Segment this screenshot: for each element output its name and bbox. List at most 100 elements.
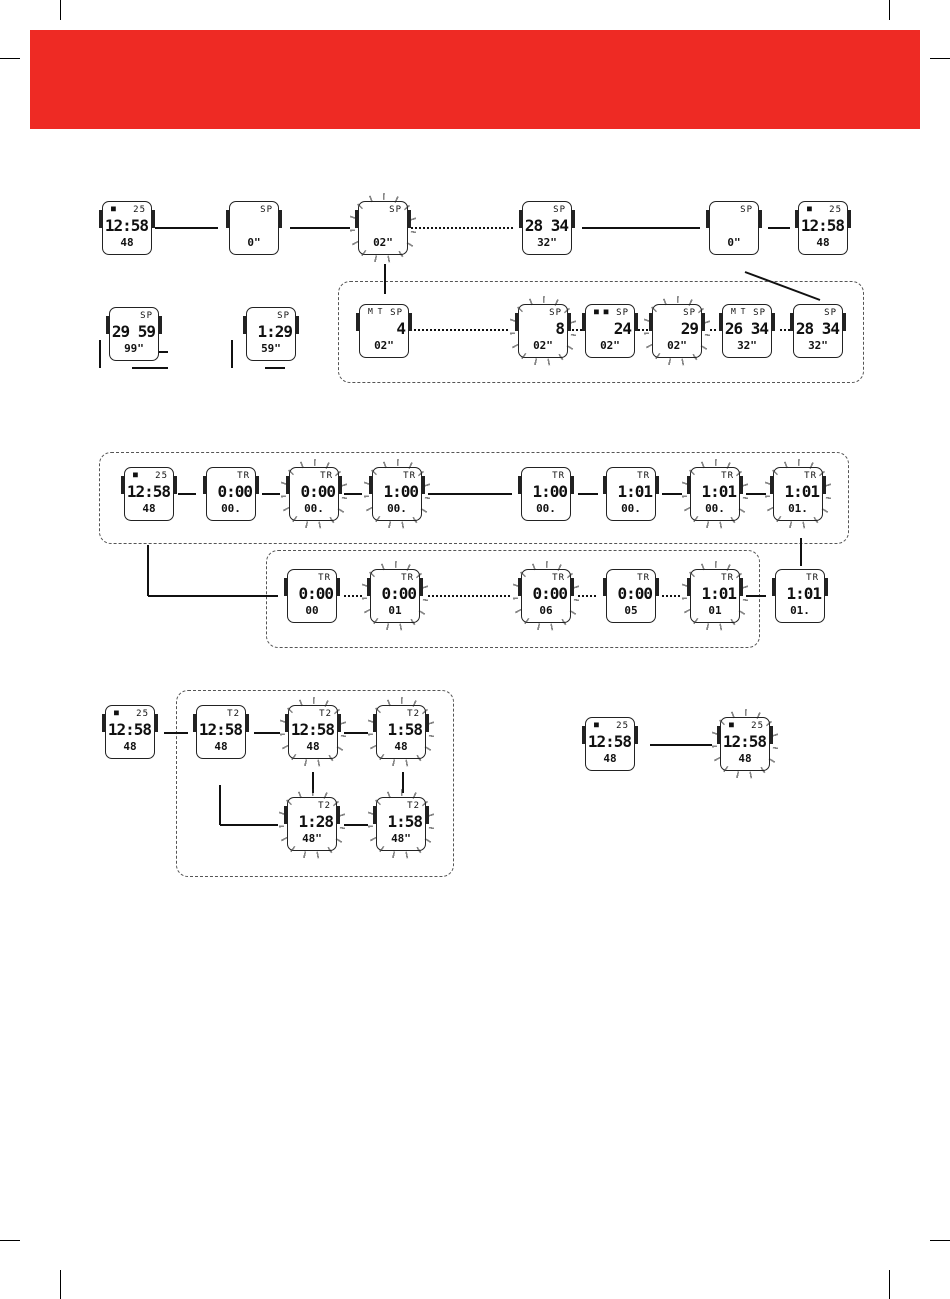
watch-strap-lug — [515, 313, 518, 331]
sub-digits: 00. — [221, 502, 241, 515]
watch-strap-lug — [702, 313, 705, 331]
main-digits: 0:00 — [381, 584, 417, 603]
watch-strap-lug — [356, 313, 359, 331]
sub-digits: 32" — [737, 339, 757, 352]
sub-digits: 48 — [214, 740, 228, 753]
watch-strap-lug — [106, 316, 109, 334]
sub-digits: 02" — [373, 236, 393, 249]
sub-digits: 02" — [374, 339, 394, 352]
watch-strap-lug — [572, 210, 575, 228]
watch-strap-lug — [355, 210, 358, 228]
watch-strap-lug — [409, 313, 412, 331]
sub-digits: 00 — [305, 604, 319, 617]
watch-strap-lug — [848, 210, 851, 228]
sub-digits: 06 — [539, 604, 553, 617]
watch-strap-lug — [687, 578, 690, 596]
mode-label: TR — [804, 471, 817, 481]
watch-strap-lug — [420, 578, 423, 596]
sub-digits: 02" — [600, 339, 620, 352]
watch-strap-lug — [568, 313, 571, 331]
sub-digits: 01 — [708, 604, 722, 617]
watch-strap-lug — [284, 806, 287, 824]
main-digits: 24 — [613, 319, 632, 338]
watch-strap-lug — [373, 714, 376, 732]
mode-label: TR — [403, 471, 416, 481]
main-digits: 12:58 — [198, 720, 243, 739]
mode-label: TR — [637, 471, 650, 481]
main-digits: 12:58 — [107, 720, 152, 739]
main-digits: 0:00 — [617, 584, 653, 603]
main-digits: 1:01 — [701, 584, 737, 603]
main-digits: 0:00 — [298, 584, 334, 603]
date-value: 25 — [751, 721, 764, 731]
watch-strap-lug — [426, 714, 429, 732]
sub-digits: 0" — [727, 236, 741, 249]
watch-strap-lug — [790, 313, 793, 331]
watch-strap-lug — [174, 476, 177, 494]
watch-strap-lug — [571, 476, 574, 494]
sub-digits: 32" — [808, 339, 828, 352]
watch-strap-lug — [152, 210, 155, 228]
sub-digits: 01. — [788, 502, 808, 515]
main-digits: 1:01 — [784, 482, 820, 501]
group-box-split-adjust — [338, 281, 864, 383]
mode-label: SP — [753, 308, 766, 318]
group-box-dual-time — [176, 690, 454, 877]
sub-digits: 00. — [705, 502, 725, 515]
group-box-timer-adjust — [266, 550, 760, 648]
mode-label: T2 — [318, 801, 331, 811]
mode-label: TR — [318, 573, 331, 583]
mode-label: SP — [553, 205, 566, 215]
watch-strap-lug — [772, 313, 775, 331]
mode-indicator: ■ — [807, 204, 812, 213]
crop-mark — [930, 58, 950, 59]
main-digits: 12:58 — [290, 720, 335, 739]
mode-label: SP — [683, 308, 696, 318]
watch-strap-lug — [373, 806, 376, 824]
watch-strap-lug — [656, 476, 659, 494]
sub-digits: 01. — [790, 604, 810, 617]
crop-mark — [889, 0, 890, 20]
sub-digits: 0" — [247, 236, 261, 249]
mode-label: T2 — [407, 801, 420, 811]
main-digits: 1:28 — [298, 812, 334, 831]
sub-digits: 48" — [302, 832, 322, 845]
sub-digits: 00. — [387, 502, 407, 515]
watch-strap-lug — [635, 313, 638, 331]
watch-strap-lug — [279, 210, 282, 228]
main-digits: 0:00 — [532, 584, 568, 603]
watch-strap-lug — [759, 210, 762, 228]
watch-strap-lug — [337, 806, 340, 824]
sub-digits: 00. — [304, 502, 324, 515]
watch-strap-lug — [649, 313, 652, 331]
watch-strap-lug — [706, 210, 709, 228]
watch-strap-lug — [243, 316, 246, 334]
mode-label: TR — [721, 471, 734, 481]
mode-label: TR — [806, 573, 819, 583]
watch-strap-lug — [795, 210, 798, 228]
date-value: 25 — [155, 471, 168, 481]
mode-label: TR — [637, 573, 650, 583]
watch-strap-lug — [337, 578, 340, 596]
watch-strap-lug — [635, 726, 638, 744]
mode-label: T2 — [227, 709, 240, 719]
sub-digits: 00. — [621, 502, 641, 515]
sub-digits: 00. — [536, 502, 556, 515]
watch-strap-lug — [369, 476, 372, 494]
watch-strap-lug — [687, 476, 690, 494]
crop-mark — [60, 0, 61, 20]
watch-strap-lug — [226, 210, 229, 228]
watch-strap-lug — [285, 714, 288, 732]
main-digits: 12:58 — [587, 732, 632, 751]
mode-label: SP — [390, 308, 403, 318]
mode-indicator: ■ — [133, 470, 138, 479]
